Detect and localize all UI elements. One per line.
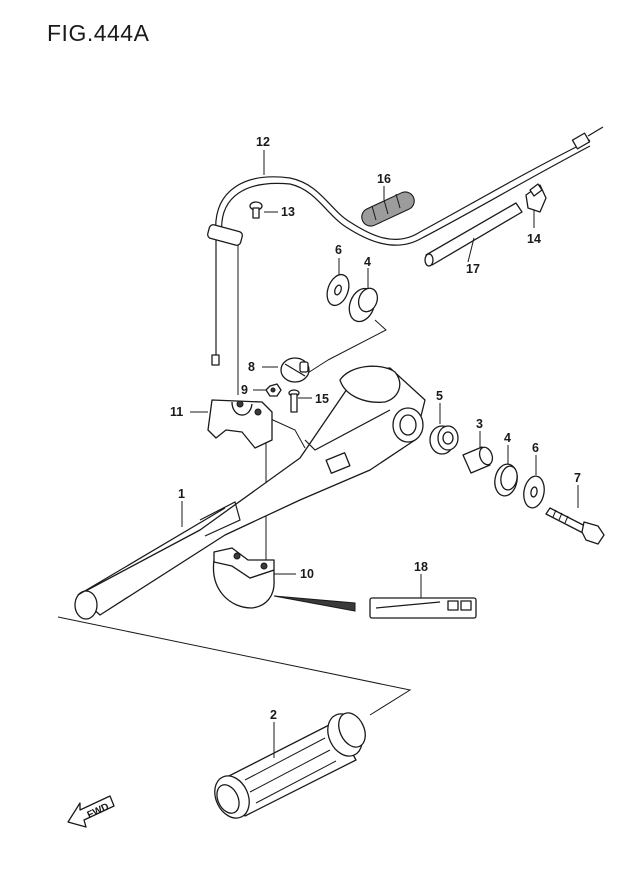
upper-bracket [207,399,273,449]
callout-18: 18 [414,560,428,574]
tiller-handle [74,365,426,620]
friction-knob [280,357,310,383]
throttle-grip [214,712,366,819]
callout-1: 1 [178,487,185,501]
nut-9 [265,383,282,397]
cable-clip [525,183,547,213]
callout-5: 5 [436,389,443,403]
fwd-marker: FWD [67,795,115,828]
assembly-lines [57,245,412,716]
callout-11: 11 [170,405,183,419]
cable-sleeve [361,191,415,227]
callout-10: 10 [300,567,314,581]
callout-3: 3 [476,417,483,431]
callout-7: 7 [574,471,581,485]
washer-upper [326,273,350,307]
screw-13 [249,201,263,219]
callout-9: 9 [241,383,248,397]
callout-6-upper: 6 [335,243,342,257]
callout-labels: 12 13 16 14 17 6 4 8 9 15 11 5 3 4 6 7 1… [170,135,581,722]
collar-3 [462,446,494,474]
callout-17: 17 [466,262,480,276]
callout-4-lower: 4 [504,431,511,445]
lower-bracket [212,547,275,609]
bolt-15 [288,389,300,413]
callout-13: 13 [281,205,295,219]
bushing-5 [429,425,459,455]
callout-15: 15 [315,392,329,406]
callout-6-lower: 6 [532,441,539,455]
callout-leaders [181,150,579,758]
tube [424,202,523,267]
callout-16: 16 [377,172,391,186]
label-plate [273,595,477,619]
figure-title: FIG.444A [47,20,150,46]
callout-8: 8 [248,360,255,374]
callout-2: 2 [270,708,277,722]
washer-6-lower [523,475,545,509]
bushing-upper [348,287,379,323]
throttle-cable [207,126,604,366]
bolt-7 [545,507,605,545]
callout-12: 12 [256,135,270,149]
washer-4-lower [494,463,518,497]
fwd-label: FWD [86,801,111,821]
arrow-forward-icon [67,795,115,828]
callout-14: 14 [527,232,541,246]
callout-4-upper: 4 [364,255,371,269]
